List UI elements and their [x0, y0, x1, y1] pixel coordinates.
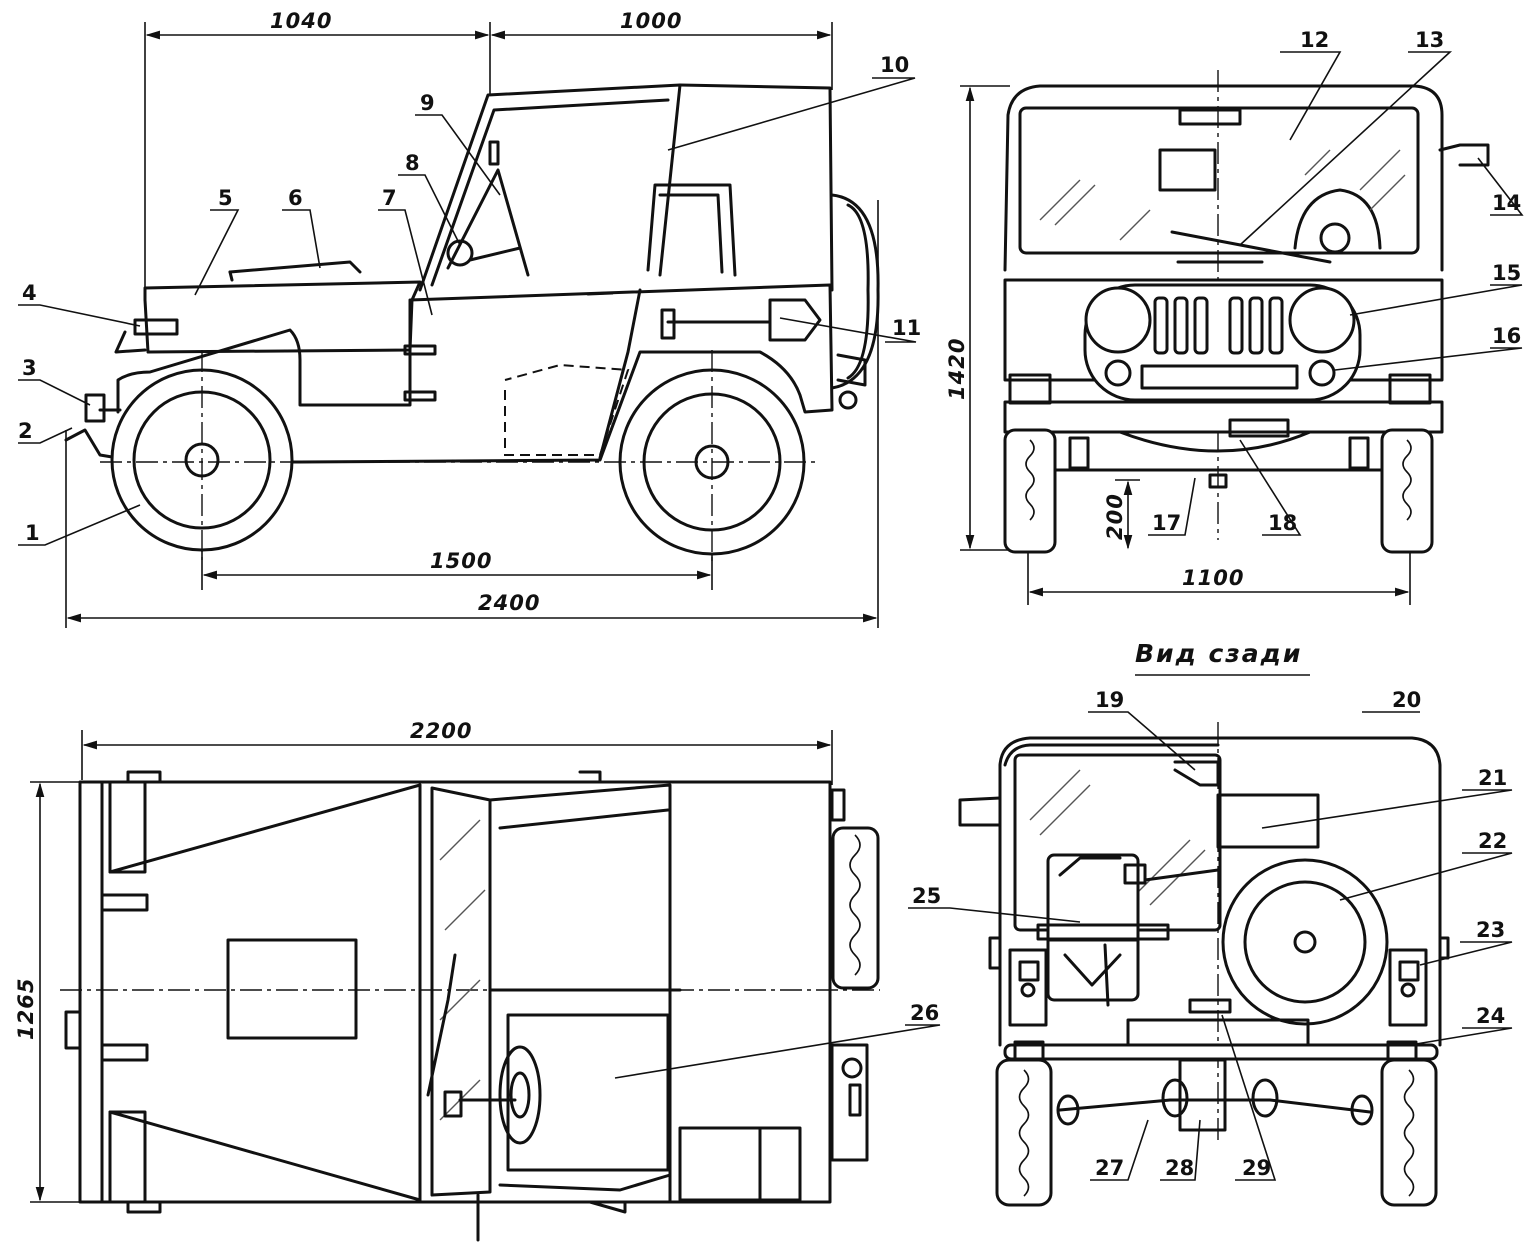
callout-11: 11 — [892, 316, 921, 340]
front-view: 1420 200 1100 12 13 14 15 16 17 18 — [945, 28, 1524, 605]
callout-12: 12 — [1300, 28, 1329, 52]
callout-15: 15 — [1492, 261, 1521, 285]
dim-top-length: 2200 — [410, 719, 472, 743]
callout-8: 8 — [405, 151, 420, 175]
callout-14: 14 — [1492, 191, 1521, 215]
callout-20: 20 — [1392, 688, 1421, 712]
rear-spare-wheel — [1221, 858, 1389, 1026]
top-view: 2200 1265 26 — [14, 719, 941, 1242]
callout-23: 23 — [1476, 918, 1505, 942]
dim-top-width: 1265 — [14, 978, 38, 1040]
dim-overall-length: 2400 — [478, 591, 540, 615]
callout-9: 9 — [420, 91, 435, 115]
callout-27: 27 — [1095, 1156, 1124, 1180]
dim-front-ground-clearance: 200 — [1103, 493, 1127, 540]
callout-17: 17 — [1152, 511, 1181, 535]
callout-3: 3 — [22, 356, 37, 380]
callout-1: 1 — [25, 521, 40, 545]
side-view: 1040 1000 1500 2400 1 2 3 4 5 6 7 8 9 10… — [18, 9, 921, 628]
callout-10: 10 — [880, 53, 909, 77]
rear-view: Вид сзади — [908, 639, 1513, 1207]
dim-side-front-overhang: 1040 — [270, 9, 332, 33]
callout-16: 16 — [1492, 324, 1521, 348]
dim-side-cabin: 1000 — [620, 9, 682, 33]
callout-19: 19 — [1095, 688, 1124, 712]
callout-6: 6 — [288, 186, 303, 210]
callout-21: 21 — [1478, 766, 1507, 790]
callout-25: 25 — [912, 884, 941, 908]
callout-2: 2 — [18, 419, 33, 443]
steering-wheel — [443, 1045, 542, 1145]
callout-13: 13 — [1415, 28, 1444, 52]
dim-front-height: 1420 — [945, 338, 969, 400]
dim-wheelbase: 1500 — [430, 549, 492, 573]
callout-26: 26 — [910, 1001, 939, 1025]
callout-29: 29 — [1242, 1156, 1271, 1180]
callout-4: 4 — [22, 281, 37, 305]
callout-22: 22 — [1478, 829, 1507, 853]
callout-28: 28 — [1165, 1156, 1194, 1180]
callout-24: 24 — [1476, 1004, 1505, 1028]
dim-front-track: 1100 — [1182, 566, 1244, 590]
callout-7: 7 — [382, 186, 397, 210]
rear-view-caption: Вид сзади — [1135, 639, 1302, 668]
callout-5: 5 — [218, 186, 233, 210]
jerry-can — [1036, 853, 1220, 1007]
callout-18: 18 — [1268, 511, 1297, 535]
